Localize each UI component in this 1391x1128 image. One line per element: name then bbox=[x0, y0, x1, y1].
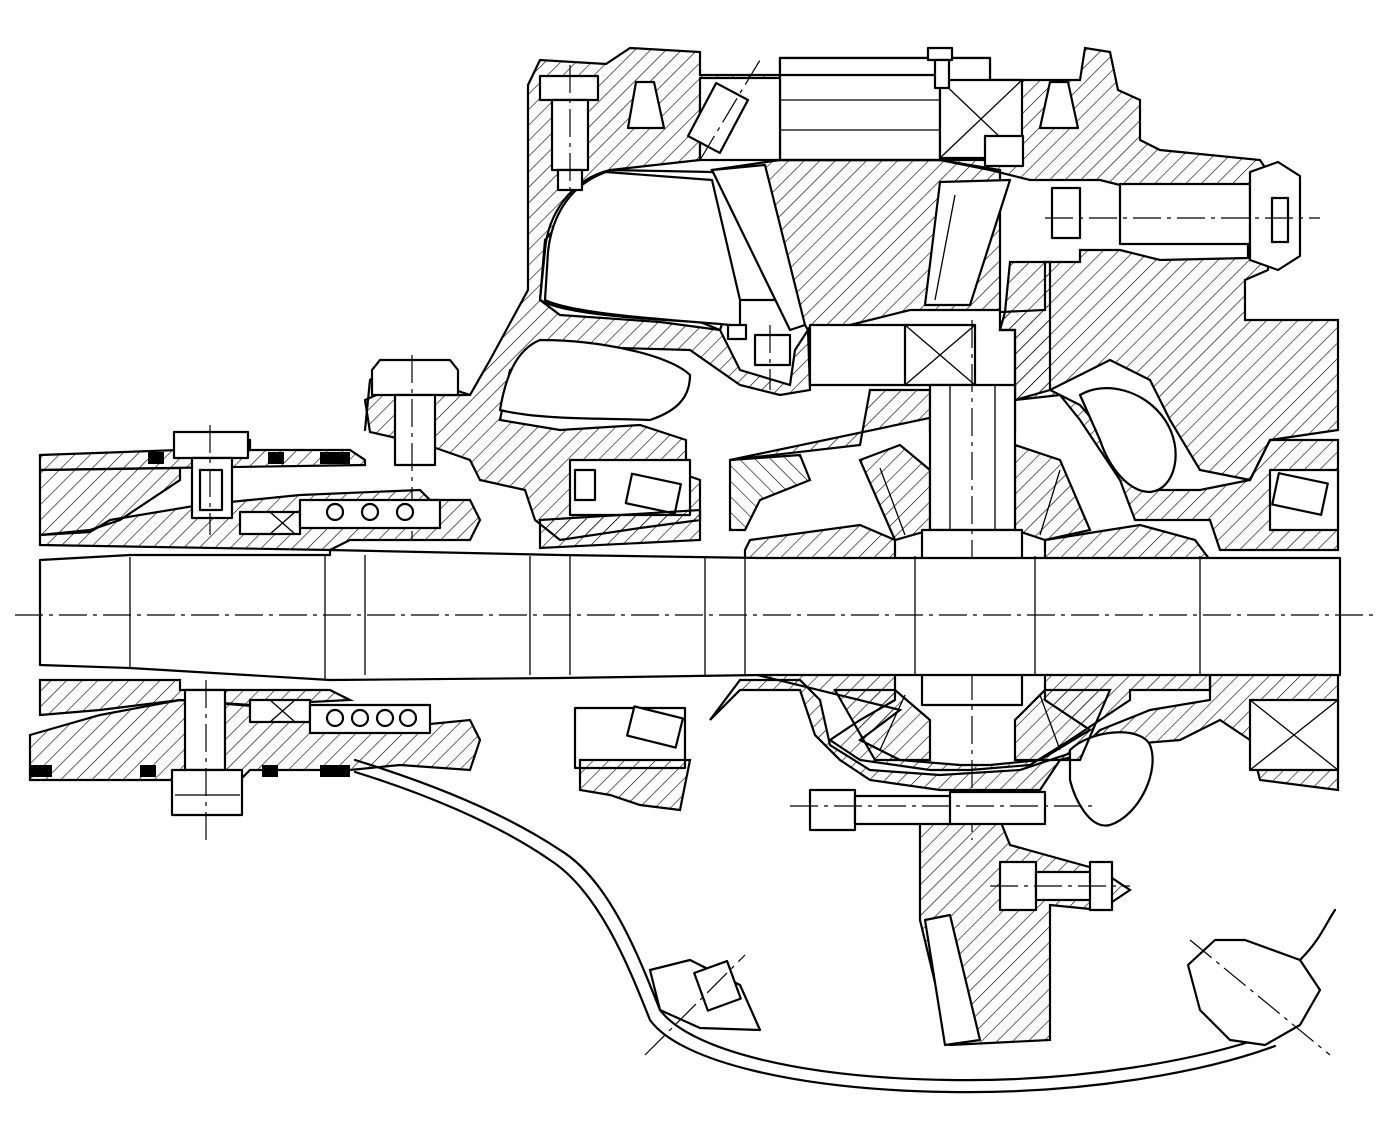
carrier-housing bbox=[363, 46, 1340, 542]
pinion-bearing-lower bbox=[573, 705, 692, 812]
housing-bolt-top-left bbox=[538, 65, 600, 195]
tube-bolt-lower bbox=[170, 680, 244, 842]
axle-shaft bbox=[15, 548, 1375, 682]
differential-side-gears bbox=[833, 443, 1112, 762]
lower-housing bbox=[790, 788, 1132, 1047]
tube-bolt-upper bbox=[172, 425, 250, 535]
output-bearing-right bbox=[1248, 468, 1340, 772]
pinion-bearing-upper bbox=[538, 458, 702, 550]
housing-bolt-right bbox=[1045, 160, 1320, 272]
lower-cover-shell bbox=[353, 758, 1337, 1094]
shaft-seals-and-springs bbox=[238, 498, 442, 735]
top-bearing-cap bbox=[626, 46, 1080, 168]
ring-gear-upper bbox=[710, 158, 1012, 390]
